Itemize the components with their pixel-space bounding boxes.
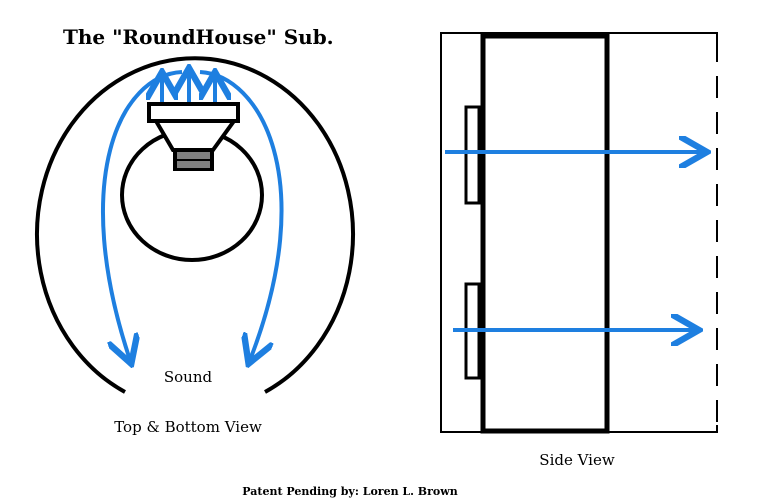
sound-label: Sound (164, 368, 213, 386)
speaker-cone (152, 119, 238, 152)
speaker-frame (147, 102, 240, 123)
side-inner-cabinet (480, 33, 610, 434)
diagram-title: The "RoundHouse" Sub. (63, 25, 334, 49)
side-speaker-top (464, 105, 481, 205)
patent-notice: Patent Pending by: Loren L. Brown (242, 485, 457, 498)
side-enclosure-outline (440, 32, 718, 433)
top-view: Sound Top & Bottom View (35, 56, 355, 436)
enclosure-outer-wall (35, 56, 355, 394)
top-bottom-view-label: Top & Bottom View (114, 418, 262, 436)
side-view-label: Side View (539, 451, 615, 469)
side-view: Side View (440, 32, 718, 469)
